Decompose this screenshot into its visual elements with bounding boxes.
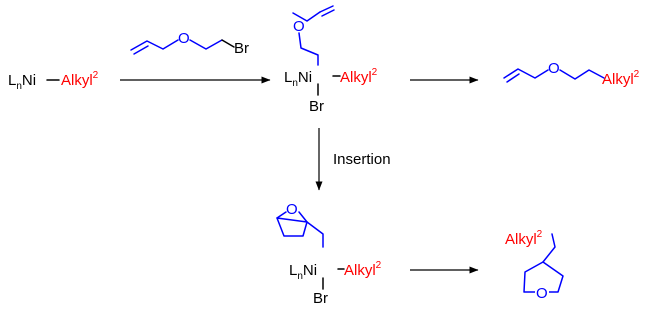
reagent-ethyl-chain bbox=[189, 39, 223, 50]
reagent-double-bond bbox=[133, 45, 149, 55]
insertion-label: Insertion bbox=[333, 151, 391, 168]
reagent-br-label: Br bbox=[234, 40, 249, 57]
cyclized-ring-o-bond-right bbox=[298, 211, 308, 223]
intermediate-complex: O LnNi Alkyl2 Br bbox=[284, 5, 378, 115]
cyclized-complex: O LnNi Alkyl2 Br bbox=[276, 201, 382, 307]
cyclized-ln-label: LnNi bbox=[289, 262, 317, 282]
product1-ethyl-chain bbox=[559, 69, 605, 80]
intermediate-br-label: Br bbox=[309, 98, 324, 115]
product1-alkyl-label: Alkyl2 bbox=[602, 69, 640, 88]
intermediate-vinyl-bond bbox=[319, 5, 334, 13]
product2-oxygen-label: O bbox=[536, 285, 548, 302]
reagent-allyl-ether-bromide: O Br bbox=[130, 30, 249, 57]
start-complex: LnNi Alkyl2 bbox=[8, 70, 99, 92]
direct-coupling-product: O Alkyl2 bbox=[503, 60, 640, 88]
product1-oxygen-label: O bbox=[548, 60, 560, 77]
product2-methylene-bond bbox=[542, 233, 556, 263]
cyclized-product: Alkyl2 O bbox=[505, 229, 564, 302]
product1-allyl-chain bbox=[503, 68, 549, 79]
intermediate-double-bond bbox=[321, 9, 335, 17]
reagent-allyl-chain bbox=[130, 39, 179, 51]
product1-double-bond bbox=[506, 73, 520, 83]
product2-alkyl-label: Alkyl2 bbox=[505, 229, 543, 248]
cyclized-ring-o-bond-left bbox=[276, 211, 287, 219]
reagent-c-br-bond bbox=[221, 39, 235, 48]
cyclized-methylene-bond bbox=[306, 221, 324, 248]
product2-oxygen-bg bbox=[535, 287, 549, 299]
start-alkyl-label: Alkyl2 bbox=[61, 70, 99, 89]
start-ln-label: LnNi bbox=[8, 72, 36, 92]
intermediate-oxygen-label: O bbox=[293, 18, 305, 35]
cyclized-thf-ring bbox=[276, 217, 308, 237]
intermediate-alkyl-label: Alkyl2 bbox=[340, 67, 378, 86]
reagent-oxygen-label: O bbox=[178, 30, 190, 47]
cyclized-oxygen-label: O bbox=[286, 201, 298, 218]
intermediate-allyl-chain bbox=[292, 11, 321, 22]
intermediate-ln-label: LnNi bbox=[284, 69, 312, 89]
cyclized-br-label: Br bbox=[313, 290, 328, 307]
intermediate-ethyl-chain bbox=[298, 32, 319, 66]
cyclized-alkyl-label: Alkyl2 bbox=[344, 260, 382, 279]
